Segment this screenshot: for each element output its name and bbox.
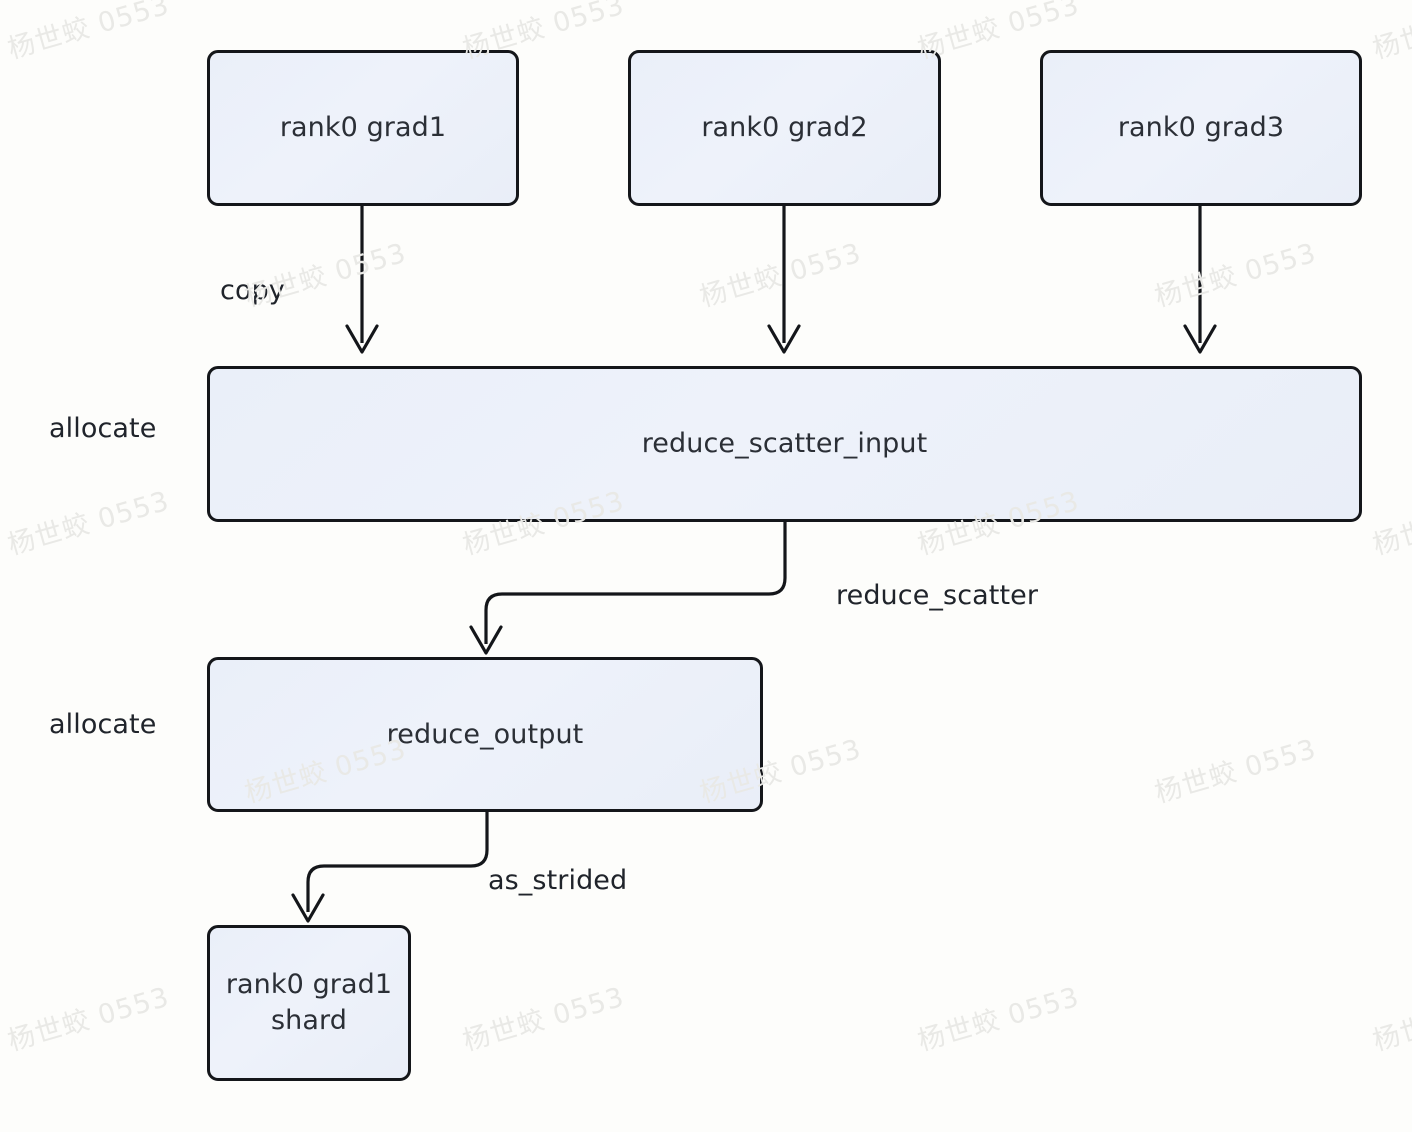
node-reduce-output-label: reduce_output: [386, 718, 584, 750]
node-rank0-grad1[interactable]: rank0 grad1: [207, 50, 519, 206]
edge-reduce-scatter: [469, 522, 787, 655]
node-rank0-grad1-shard[interactable]: rank0 grad1 shard: [207, 925, 411, 1081]
node-rank0-grad2-label: rank0 grad2: [701, 112, 868, 144]
node-rank0-grad1-label: rank0 grad1: [279, 112, 447, 144]
side-label-allocate-reduce-scatter-input: allocate: [49, 413, 157, 444]
edge-copy-grad2: [767, 206, 801, 354]
node-rank0-grad3-label: rank0 grad3: [1117, 112, 1285, 144]
node-reduce-output[interactable]: reduce_output: [207, 657, 763, 812]
node-reduce-scatter-input-label: reduce_scatter_input: [641, 428, 928, 460]
node-rank0-grad2[interactable]: rank0 grad2: [628, 50, 941, 206]
side-label-allocate-reduce-output: allocate: [49, 709, 157, 740]
edge-as-strided: [291, 811, 489, 923]
edge-label-copy: copy: [220, 275, 285, 306]
edge-copy-grad1: [345, 206, 379, 354]
node-rank0-grad1-shard-label-line2: shard: [271, 1005, 347, 1036]
node-reduce-scatter-input[interactable]: reduce_scatter_input: [207, 366, 1362, 522]
node-rank0-grad3[interactable]: rank0 grad3: [1040, 50, 1362, 206]
edge-label-reduce-scatter: reduce_scatter: [836, 580, 1039, 611]
edge-label-as-strided: as_strided: [488, 865, 628, 896]
edge-copy-grad3: [1183, 206, 1217, 354]
node-rank0-grad1-shard-label-line1: rank0 grad1: [225, 969, 393, 1001]
